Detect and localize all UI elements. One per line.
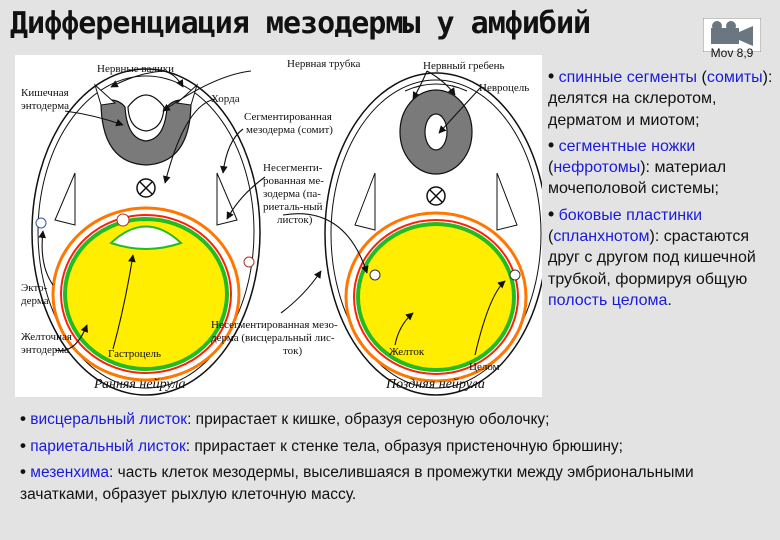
label-coelom: Целом (469, 361, 500, 373)
bottom-item-visceral: • висцеральный листок: прирастает к кишк… (20, 408, 770, 431)
period: . (667, 291, 672, 309)
label-segmented-mesoderm-2: мезодерма (сомит) (246, 124, 333, 136)
term-visceral-layer: висцеральный листок (30, 411, 188, 428)
term-somites: спинные сегменты (558, 69, 698, 86)
early-parietal-mesoderm (51, 206, 241, 382)
bottom-text: • висцеральный листок: прирастает к кишк… (20, 408, 770, 509)
late-somite-right (496, 172, 518, 231)
paren: ( (548, 159, 554, 177)
caption-late-neurula: Поздняя нейрула (386, 377, 485, 392)
paren: ( (701, 69, 707, 86)
term-nephrotomes: сегментные ножки (558, 137, 696, 155)
label-neural-crest: Нервный гребень (423, 60, 505, 72)
term-nephrotomes-2: нефротомы (553, 159, 641, 177)
neurula-diagram (31, 68, 542, 396)
label-neurocoel: Невроцель (479, 82, 530, 94)
label-visceral-1: Несегментированная мезо- (211, 319, 338, 331)
side-item-text: ): срастаются друг с другом под кишечной… (548, 228, 756, 288)
label-neural-tube: Нервная трубка (287, 58, 361, 70)
term-coelom-cavity: полость целома (548, 291, 668, 309)
bullet: • (548, 203, 555, 224)
label-visceral-3: ток) (283, 345, 303, 357)
neurula-figure: Нервные валики Нервная трубка Нервный гр… (15, 55, 542, 397)
label-neural-folds: Нервные валики (97, 63, 175, 75)
label-gut-endoderm-2: энтодерма (21, 100, 70, 112)
label-parietal-1: Несегменти- (263, 162, 323, 174)
label-parietal-4: риеталь-ный (263, 201, 323, 213)
bottom-item-parietal: • париетальный листок: прирастает к стен… (20, 435, 770, 458)
side-text: • спинные сегменты (сомиты): делятся на … (548, 66, 778, 315)
label-ectoderm-2: дерма (21, 295, 49, 307)
label-parietal-5: листок) (277, 214, 313, 226)
bullet: • (20, 435, 26, 455)
bottom-item-text: : часть клеток мезодермы, выселившаяся в… (20, 464, 694, 503)
term-splanchnotome: спланхнотом (553, 228, 650, 246)
late-neurula (324, 72, 542, 396)
media-label: Mov 8,9 (710, 46, 754, 60)
label-gut-endoderm-1: Кишечная (21, 87, 69, 99)
term-mesenchyme: мезенхима (30, 464, 110, 481)
early-somite-left (54, 172, 76, 226)
label-yolk-endoderm-1: Желточная (21, 331, 72, 343)
bullet: • (548, 66, 555, 86)
late-somite-left (354, 172, 376, 231)
page-title: Дифференциация мезодермы у амфибий (10, 6, 591, 41)
term-parietal-layer: париетальный листок (30, 437, 186, 455)
early-neurula (31, 68, 261, 396)
early-ectoderm-inner (37, 75, 255, 389)
label-parietal-2: рованная ме- (263, 175, 324, 187)
label-segmented-mesoderm-1: Сегментированная (244, 111, 332, 123)
paren: ( (548, 228, 554, 246)
late-yolk-endoderm (356, 222, 516, 372)
term-lateral-plates: боковые пластинки (558, 206, 703, 224)
early-visceral-mesoderm (60, 214, 232, 374)
late-visceral-mesoderm (353, 219, 519, 375)
label-gastrocoel: Гастроцель (108, 348, 162, 360)
label-parietal-3: зодерма (па- (263, 188, 321, 200)
bottom-item-mesenchyme: • мезенхима: часть клеток мезодермы, выс… (20, 461, 770, 505)
bottom-item-text: : прирастает к кишке, образуя серозную о… (187, 411, 550, 428)
side-item-lateral-plates: • боковые пластинки (спланхнотом): сраст… (548, 204, 778, 311)
side-item-text: ): материал мочеполовой системы; (548, 159, 727, 198)
bottom-item-text: : прирастает к стенке тела, образуя прис… (185, 437, 623, 455)
term-somites-2: сомиты (706, 69, 763, 86)
side-item-somites: • спинные сегменты (сомиты): делятся на … (548, 66, 778, 131)
label-visceral-2: дерма (висцеральный лис- (211, 332, 335, 344)
label-notochord: Хорда (211, 93, 240, 105)
label-yolk-endoderm-2: энтодерма (21, 344, 70, 356)
video-camera-icon[interactable] (703, 18, 761, 52)
bullet: • (20, 409, 26, 428)
label-ectoderm-1: Экто- (21, 282, 48, 294)
late-ectoderm-inner (330, 79, 542, 389)
late-parietal-mesoderm (344, 211, 528, 383)
side-item-text: ): делятся на склеротом, дерматом и миот… (548, 69, 773, 129)
bullet: • (548, 134, 555, 155)
early-yolk-endoderm (63, 217, 229, 371)
caption-early-neurula: Ранняя нейрула (94, 377, 186, 392)
side-item-nephrotomes: • сегментные ножки (нефротомы): материал… (548, 135, 778, 200)
early-gastrocoel (109, 225, 183, 250)
bullet: • (20, 462, 26, 481)
label-yolk: Желток (389, 346, 425, 358)
late-neurocoel (424, 113, 448, 151)
